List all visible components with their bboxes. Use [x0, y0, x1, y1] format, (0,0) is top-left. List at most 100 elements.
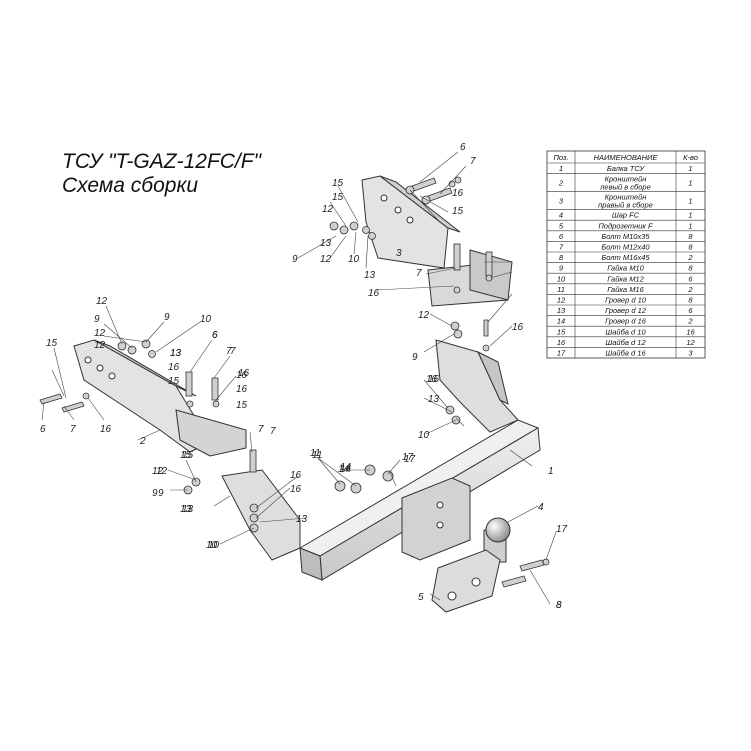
- callout-label: 1: [548, 466, 554, 477]
- callout-label: 15: [332, 178, 344, 189]
- table-cell-qty: 6: [688, 306, 693, 315]
- table-cell-qty: 2: [687, 253, 693, 262]
- table-cell-qty: 12: [686, 338, 695, 347]
- table-cell-qty: 8: [688, 232, 693, 241]
- callout-label: 15: [332, 192, 344, 203]
- table-cell-pos: 11: [557, 285, 565, 294]
- callout-label: 16: [168, 362, 180, 373]
- table-cell-name: Шар FC: [612, 211, 640, 220]
- callout-label: 7: [258, 424, 264, 435]
- callout-label: 9: [152, 488, 158, 499]
- table-cell-name: Шайба d 16: [605, 349, 646, 358]
- table-cell-pos: 10: [557, 274, 566, 283]
- callout-label: 14: [338, 464, 350, 475]
- table-cell-name: Болт М12х40: [601, 243, 650, 252]
- callout-label: 10: [348, 254, 360, 265]
- table-cell-pos: 7: [559, 243, 564, 252]
- callout-label: 14: [340, 464, 352, 475]
- diagram-title: ТСУ "T-GAZ-12FC/F": [62, 150, 262, 173]
- table-cell-qty: 1: [688, 221, 692, 230]
- callout-label: 17: [556, 524, 568, 535]
- callout-label: 7: [270, 426, 276, 437]
- callout-label: 7: [416, 268, 422, 279]
- table-cell-pos: 9: [559, 264, 564, 273]
- table-cell-name: Болт М16х45: [601, 253, 650, 262]
- table-header-cell: К-во: [683, 153, 698, 162]
- callout-label: 13: [320, 238, 332, 249]
- table-cell-pos: 13: [557, 306, 566, 315]
- callout-label: 16: [426, 374, 438, 385]
- table-cell-name: Гровер d 16: [605, 317, 647, 326]
- callout-label: 13: [170, 348, 182, 359]
- callout-label: 6: [212, 330, 218, 341]
- callout-label: 15: [182, 450, 194, 461]
- callout-label: 4: [538, 502, 544, 513]
- table-cell-pos: 5: [559, 221, 564, 230]
- callout-label: 14: [340, 462, 352, 473]
- callout-label: 7: [226, 346, 232, 357]
- table-cell-name: Шайба d 10: [605, 327, 646, 336]
- callout-label: 16: [238, 368, 250, 379]
- callout-label: 16: [512, 322, 524, 333]
- table-cell-pos: 3: [559, 196, 564, 205]
- callout-label: 3: [396, 248, 402, 259]
- callout-label: 15: [452, 206, 464, 217]
- table-cell-qty: 8: [688, 296, 693, 305]
- callout-label: 15: [46, 338, 58, 349]
- table-cell-qty: 1: [688, 211, 692, 220]
- callout-label: 10: [200, 314, 212, 325]
- table-cell-pos: 16: [557, 338, 566, 347]
- callout-label: 16: [368, 288, 380, 299]
- table-cell-name: Гровер d 10: [605, 296, 647, 305]
- callout-label: 17: [402, 452, 414, 463]
- table-cell-name: левый в сборе: [599, 183, 651, 192]
- table-cell-pos: 1: [559, 164, 563, 173]
- callout-label: 16: [290, 484, 302, 495]
- table-cell-pos: 15: [557, 327, 566, 336]
- callout-label: 9: [292, 254, 298, 265]
- callout-label: 13: [180, 504, 192, 515]
- callout-label: 16: [100, 424, 112, 435]
- table-cell-qty: 1: [688, 164, 692, 173]
- callout-label: 6: [40, 424, 46, 435]
- table-cell-qty: 6: [688, 274, 693, 283]
- callout-label: 13: [364, 270, 376, 281]
- callout-label: 7: [70, 424, 76, 435]
- table-cell-qty: 2: [687, 285, 693, 294]
- callout-label: 13: [296, 514, 308, 525]
- table-cell-name: Кронштейн: [605, 193, 647, 202]
- table-cell-name: Кронштейн: [605, 175, 647, 184]
- leader-lines: [41, 151, 557, 605]
- table-cell-qty: 8: [688, 243, 693, 252]
- callout-label: 12: [156, 466, 168, 477]
- callout-label: 17: [404, 454, 416, 465]
- table-cell-qty: 8: [688, 264, 693, 273]
- callout-label: 13: [428, 394, 440, 405]
- callout-label: 16: [236, 370, 248, 381]
- callout-label: 16: [428, 374, 440, 385]
- callout-label: 5: [418, 592, 424, 603]
- table-cell-name: Гайка М12: [607, 274, 644, 283]
- table-cell-name: правый в сборе: [598, 201, 653, 210]
- callout-label: 12: [96, 296, 108, 307]
- table-cell-qty: 3: [688, 349, 693, 358]
- tow-beam: [221, 339, 541, 581]
- table-cell-name: Болт М10х35: [601, 232, 650, 241]
- callout-label: 12: [94, 328, 106, 339]
- table-header-cell: НАИМЕНОВАНИЕ: [594, 153, 659, 162]
- table-cell-pos: 8: [559, 253, 564, 262]
- callout-label: 11: [310, 448, 320, 459]
- callout-label: 10: [208, 540, 220, 551]
- callout-label: 16: [452, 188, 464, 199]
- callout-label: 10: [206, 540, 218, 551]
- callout-label: 7: [230, 346, 236, 357]
- diagram-subtitle: Схема сборки: [62, 174, 199, 197]
- callout-label: 12: [418, 310, 430, 321]
- callout-label: 6: [212, 330, 218, 341]
- callout-label: 15: [236, 400, 248, 411]
- callout-label: 9: [94, 314, 100, 325]
- callout-label: 13: [170, 348, 182, 359]
- table-cell-qty: 1: [688, 178, 692, 187]
